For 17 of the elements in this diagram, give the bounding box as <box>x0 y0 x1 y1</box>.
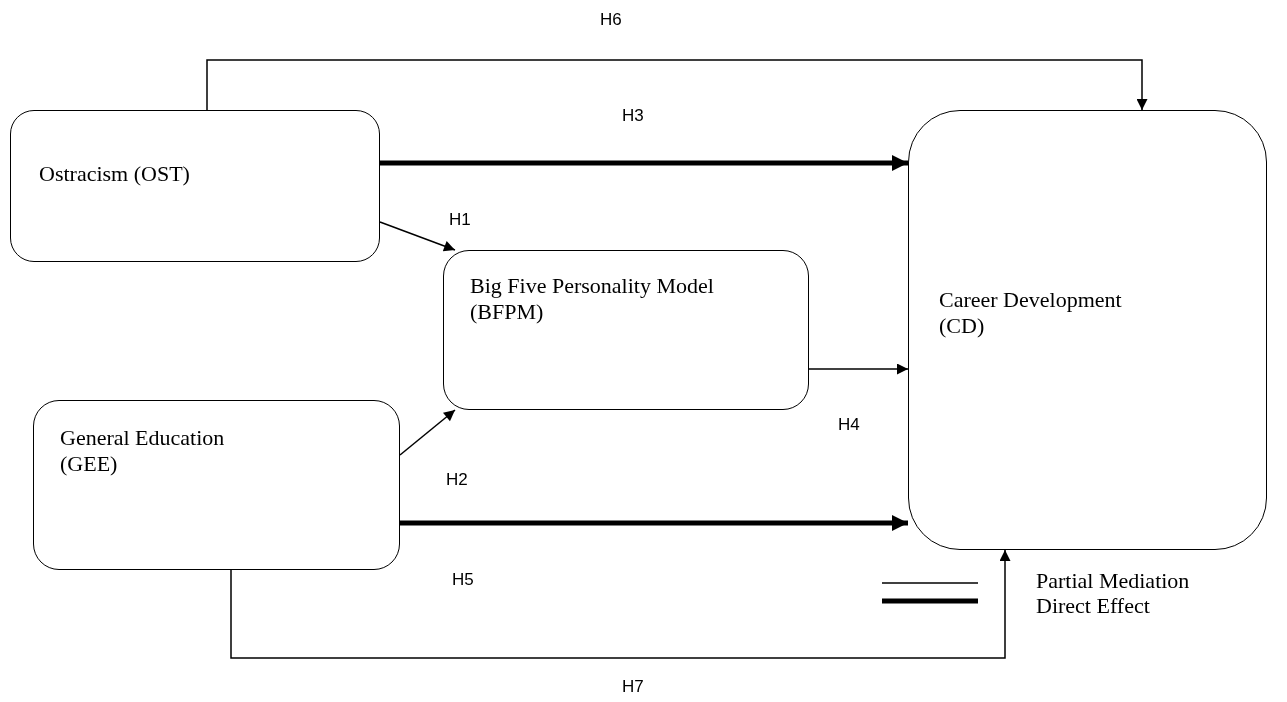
legend-text: Partial Mediation <box>1036 568 1190 594</box>
node-label: Career Development (CD) <box>939 287 1123 339</box>
arrow <box>399 409 456 456</box>
rounded-box <box>10 110 380 262</box>
rounded-box <box>33 400 400 570</box>
arrow <box>230 549 1011 659</box>
rounded-box <box>443 250 809 410</box>
node-label: Big Five Personality Model (BFPM) <box>470 273 715 325</box>
arrow <box>380 155 908 171</box>
arrow <box>206 59 1148 111</box>
rounded-box <box>908 110 1267 550</box>
arrow <box>400 515 908 531</box>
node-label: General Education (GEE) <box>60 425 226 477</box>
arrow <box>379 221 456 252</box>
arrow <box>808 363 909 375</box>
node-label: Ostracism (OST) <box>39 161 191 187</box>
legend-text: Direct Effect <box>1036 593 1150 619</box>
